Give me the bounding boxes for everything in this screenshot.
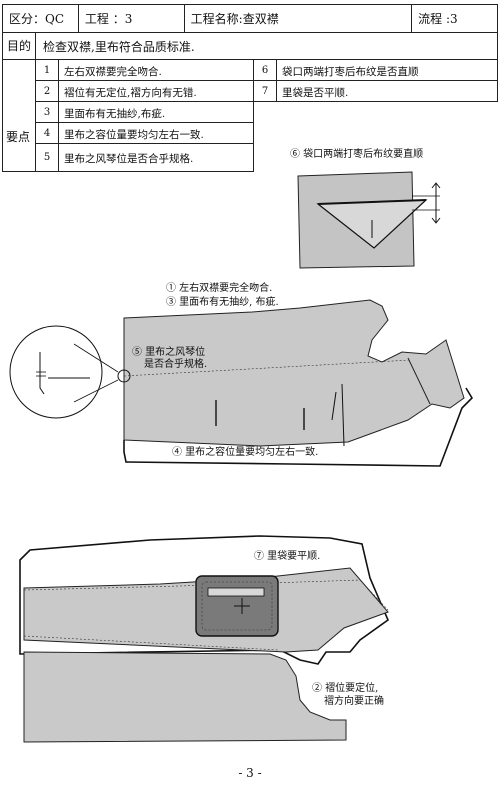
process-cell: 工程 ：3 <box>77 4 185 33</box>
key-point-row: 2 褶位有无定位,褶方向有无错. <box>36 81 254 102</box>
key-point-text: 里面布有无抽纱,布疵. <box>64 108 166 120</box>
key-point-row: 7 里袋是否平顺. <box>254 81 498 102</box>
annotation-2-line1: ② 褶位要定位, <box>312 683 379 694</box>
pocket-mouth-detail <box>297 171 441 269</box>
process-name-cell: 工程名称:查双襟 <box>183 4 413 33</box>
key-point-row: 5 里布之风琴位是否合乎规格. <box>36 144 254 172</box>
key-points-label: 要点 <box>6 130 31 144</box>
annotation-5-line2: 是否合乎规格. <box>144 359 208 370</box>
key-point-number: 4 <box>36 123 59 143</box>
annotation-2-line2: 褶方向要正确 <box>324 696 384 707</box>
key-point-row: 1 左右双襟要完全吻合. <box>36 60 254 81</box>
annotation-3: ③ 里面布有无抽纱, 布疵. <box>166 297 279 308</box>
flow-cell: 流程 :3 <box>411 4 498 33</box>
division-cell: 区分：QC <box>2 4 79 33</box>
key-point-text: 袋口两端打枣后布纹是否直顺 <box>282 66 419 78</box>
key-point-number: 1 <box>36 60 59 80</box>
purpose-row: 目的 检查双襟,里布符合品质标准. <box>2 32 498 60</box>
key-point-number: 3 <box>36 102 59 122</box>
key-point-number: 6 <box>254 60 277 80</box>
header-table: 区分：QC 工程 ：3 工程名称:查双襟 流程 :3 <box>2 4 498 33</box>
annotation-7: ⑦ 里袋要平顺. <box>254 551 321 562</box>
annotation-1: ① 左右双襟要完全吻合. <box>166 283 273 294</box>
lower-garment-panel <box>19 535 389 743</box>
key-point-number: 2 <box>36 81 59 101</box>
key-point-text: 里袋是否平顺. <box>282 87 349 99</box>
key-points-label-cell <box>2 60 36 172</box>
key-point-row: 3 里面布有无抽纱,布疵. <box>36 102 254 123</box>
main-garment-panel <box>9 299 474 467</box>
key-point-text: 左右双襟要完全吻合. <box>64 66 162 78</box>
annotation-4: ④ 里布之容位量要均匀左右一致. <box>172 447 319 458</box>
key-points-block: 要点 1 左右双襟要完全吻合. 2 褶位有无定位,褶方向有无错. 3 里面布有无… <box>2 60 498 172</box>
annotation-5-line1: ⑤ 里布之风琴位 <box>132 347 206 358</box>
key-point-number: 5 <box>36 144 59 171</box>
page-number: - 3 - <box>238 766 262 780</box>
purpose-text: 检查双襟,里布符合品质标准. <box>43 40 195 54</box>
key-point-text: 褶位有无定位,褶方向有无错. <box>64 87 197 99</box>
annotation-6: ⑥ 袋口两端打枣后布纹要直顺 <box>290 149 424 160</box>
key-point-row: 4 里布之容位量要均匀左右一致. <box>36 123 254 144</box>
key-point-text: 里布之风琴位是否合乎规格. <box>64 153 194 165</box>
key-point-row: 6 袋口两端打枣后布纹是否直顺 <box>254 60 498 81</box>
purpose-label: 目的 <box>3 32 36 59</box>
key-point-number: 7 <box>254 81 277 101</box>
key-point-text: 里布之容位量要均匀左右一致. <box>64 129 204 141</box>
